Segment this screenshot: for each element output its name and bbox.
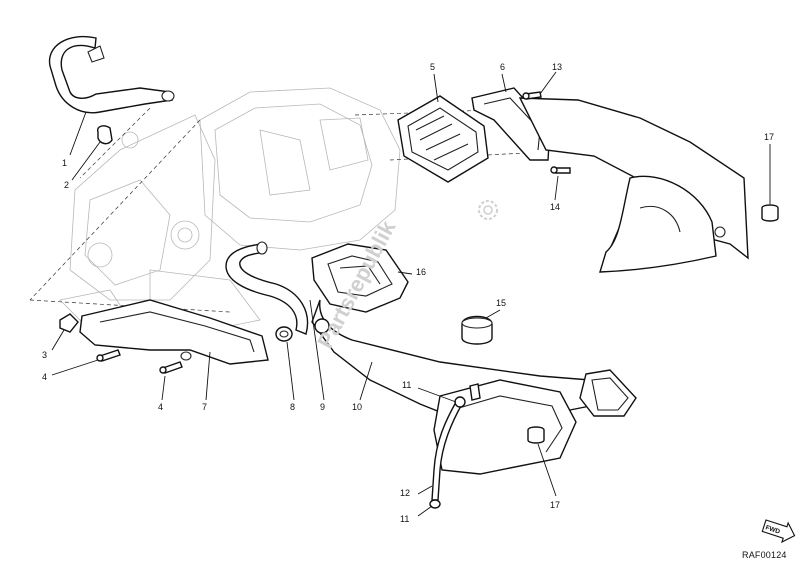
fwd-arrow-icon: FWD <box>761 519 796 544</box>
callout-4a: 4 <box>42 372 47 382</box>
callout-4b: 4 <box>158 402 163 412</box>
callout-17a: 17 <box>764 132 774 142</box>
right-intake-duct <box>518 97 749 273</box>
part-17-grommet-right <box>761 204 779 222</box>
callout-11a: 11 <box>402 380 411 390</box>
part-9-curved-hose <box>225 241 309 335</box>
callout-12: 12 <box>400 488 410 498</box>
callout-labels: 1 2 3 4 4 5 6 7 8 9 10 11 11 12 13 14 15… <box>42 62 774 524</box>
part-16-intake-flange <box>311 243 409 313</box>
gear-icon <box>478 200 498 220</box>
callout-7: 7 <box>202 402 207 412</box>
callout-2: 2 <box>64 180 69 190</box>
callout-8: 8 <box>290 402 295 412</box>
callout-15: 15 <box>496 298 506 308</box>
callout-6: 6 <box>500 62 505 72</box>
part-11-hose-clip-top <box>454 396 466 408</box>
part-3-grommet <box>59 313 79 333</box>
part-4-screw-left <box>96 349 121 362</box>
callout-14: 14 <box>550 202 560 212</box>
part-17-grommet-lower <box>527 426 545 444</box>
callout-9: 9 <box>320 402 325 412</box>
lower-duct-housing <box>433 379 577 475</box>
part-6-gasket-frame <box>471 87 551 161</box>
part-4-screw-right <box>159 361 183 374</box>
part-7-side-cover <box>79 299 269 365</box>
part-13-screw <box>522 91 542 100</box>
callout-11b: 11 <box>400 514 409 524</box>
fwd-label: FWD <box>765 524 782 535</box>
callout-17b: 17 <box>550 500 560 510</box>
callout-3: 3 <box>42 350 47 360</box>
part-1-vent-pipe <box>48 36 175 114</box>
reference-code: RAF00124 <box>742 550 787 560</box>
callout-13: 13 <box>552 62 562 72</box>
part-5-reed-block <box>397 95 489 183</box>
part-8-hose-clamp <box>275 326 293 342</box>
part-2-clip <box>97 125 113 145</box>
callout-16: 16 <box>416 267 426 277</box>
part-15-cap <box>461 315 493 345</box>
part-11-hose-clip-bottom <box>429 499 441 509</box>
part-14-screw <box>550 166 571 174</box>
small-connector <box>469 383 481 401</box>
callout-1: 1 <box>62 158 67 168</box>
leader-lines <box>51 71 771 517</box>
callout-10: 10 <box>352 402 362 412</box>
callout-5: 5 <box>430 62 435 72</box>
